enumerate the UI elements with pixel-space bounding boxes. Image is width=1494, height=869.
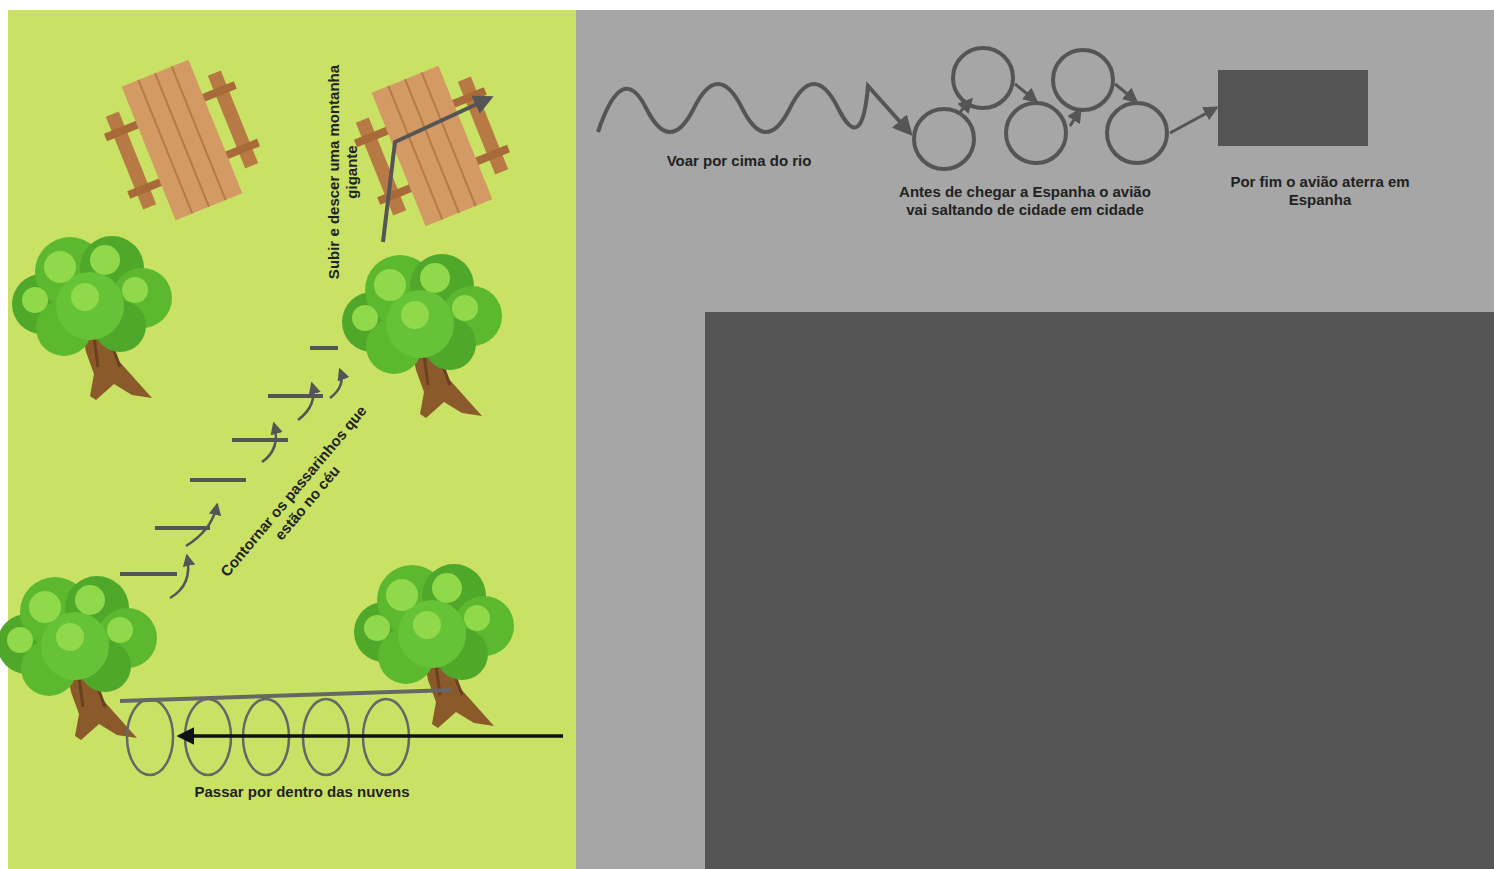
step-label: Por fim o avião aterra em Espanha	[1200, 173, 1440, 209]
step-label: Passar por dentro das nuvens	[162, 783, 442, 801]
step-label: Contornar os passarinhos que estão no cé…	[211, 395, 390, 598]
step-label: Voar por cima do rio	[639, 152, 839, 170]
step-label: Subir e descer uma montanha gigante	[324, 65, 360, 280]
step-label: Antes de chegar a Espanha o avião vai sa…	[894, 183, 1156, 219]
